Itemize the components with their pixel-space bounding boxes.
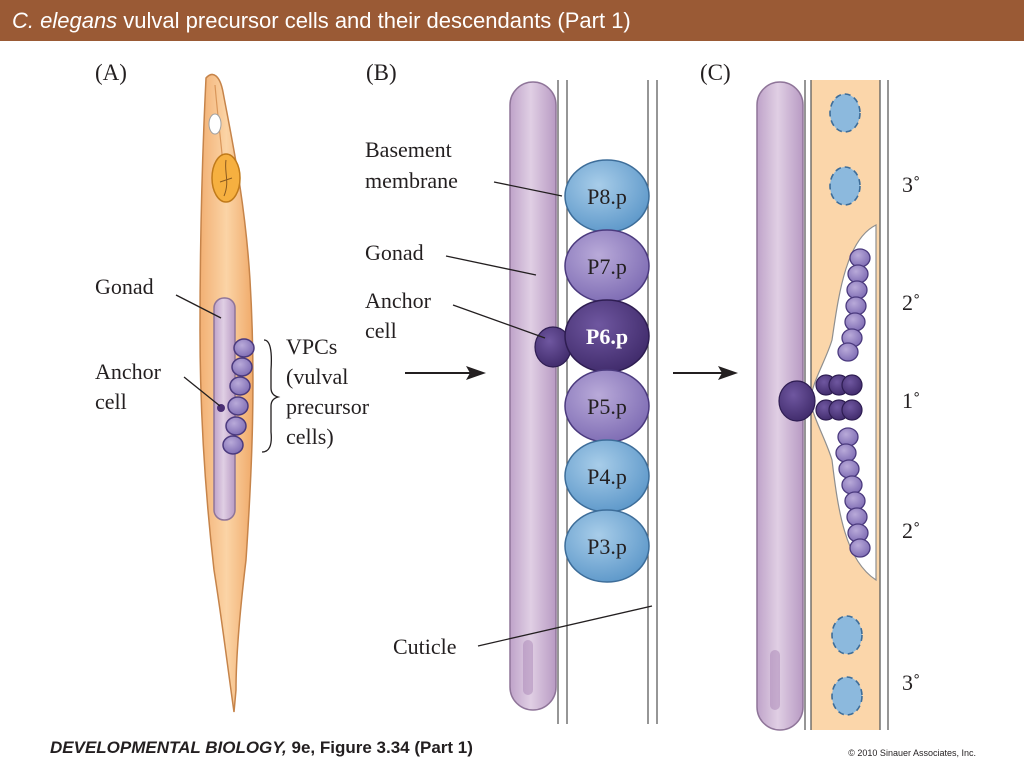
panel-b-label: (B) <box>366 60 397 85</box>
p5p-label: P5.p <box>587 394 627 419</box>
fate-label-2-bottom: 2˚ <box>902 518 920 543</box>
fate-label-3-bottom: 3˚ <box>902 670 920 695</box>
secondary-cells-bottom <box>835 427 871 558</box>
vpc-label-line3: precursor <box>286 394 370 419</box>
primary-cells <box>815 374 863 421</box>
arrow-a-to-b <box>405 366 486 380</box>
p8p-cell: P8.p <box>564 159 650 233</box>
panel-b-anchor-line2: cell <box>365 318 397 343</box>
p4p-cell: P4.p <box>564 439 650 513</box>
cuticle-label: Cuticle <box>393 634 457 659</box>
panel-a-label: (A) <box>95 60 127 85</box>
panel-b-leaders <box>445 181 653 647</box>
vpc-label-line2: (vulval <box>286 364 348 389</box>
vpc-label-line4: cells) <box>286 424 334 449</box>
copyright-notice: © 2010 Sinauer Associates, Inc. <box>848 748 976 758</box>
panel-a-gonad-label: Gonad <box>95 274 154 299</box>
vulval-figure: (A) Gonad Anchor cell VPCs (vulval precu… <box>95 60 920 731</box>
panel-b-gonad-label: Gonad <box>365 240 424 265</box>
worm-vpc-cells <box>222 338 255 455</box>
pharynx-bulb <box>208 113 222 135</box>
tertiary-cells-top <box>829 93 861 206</box>
arrow-b-to-c <box>673 366 738 380</box>
p4p-label: P4.p <box>587 464 627 489</box>
title-text: vulval precursor cells and their descend… <box>117 8 631 33</box>
basement-label-line1: Basement <box>365 137 452 162</box>
p3p-label: P3.p <box>587 534 627 559</box>
panel-b-gonad <box>509 81 557 711</box>
figure-reference: 9e, Figure 3.34 (Part 1) <box>286 738 473 757</box>
p3p-cell: P3.p <box>564 509 650 583</box>
book-title: DEVELOPMENTAL BIOLOGY, <box>50 738 287 757</box>
p5p-cell: P5.p <box>564 369 650 443</box>
secondary-cells-top <box>837 248 871 362</box>
panel-b-gonad-shade <box>523 640 533 695</box>
vpc-label-line1: VPCs <box>286 334 337 359</box>
title-species: C. elegans <box>12 8 118 33</box>
fate-label-3-top: 3˚ <box>902 172 920 197</box>
fate-label-1: 1˚ <box>902 388 920 413</box>
p8p-label: P8.p <box>587 184 627 209</box>
panel-c-anchor-cell <box>778 380 816 422</box>
pharynx-terminal-bulb <box>211 153 241 203</box>
p7p-label: P7.p <box>587 254 627 279</box>
slide-title: C. elegans vulval precursor cells and th… <box>0 0 1024 41</box>
panel-a-anchor-line2: cell <box>95 389 127 414</box>
panel-c-gonad-shade <box>770 650 780 710</box>
p6p-cell: P6.p <box>564 299 650 373</box>
panel-a-leaders <box>175 294 281 453</box>
panel-a-anchor-line1: Anchor <box>95 359 162 384</box>
p6p-label: P6.p <box>586 324 628 349</box>
tertiary-cells-bottom <box>831 615 863 716</box>
panel-c-label: (C) <box>700 60 731 85</box>
fate-label-2-top: 2˚ <box>902 290 920 315</box>
p7p-cell: P7.p <box>564 229 650 303</box>
figure-citation: DEVELOPMENTAL BIOLOGY, 9e, Figure 3.34 (… <box>50 738 473 758</box>
basement-label-line2: membrane <box>365 168 458 193</box>
panel-b-anchor-line1: Anchor <box>365 288 432 313</box>
